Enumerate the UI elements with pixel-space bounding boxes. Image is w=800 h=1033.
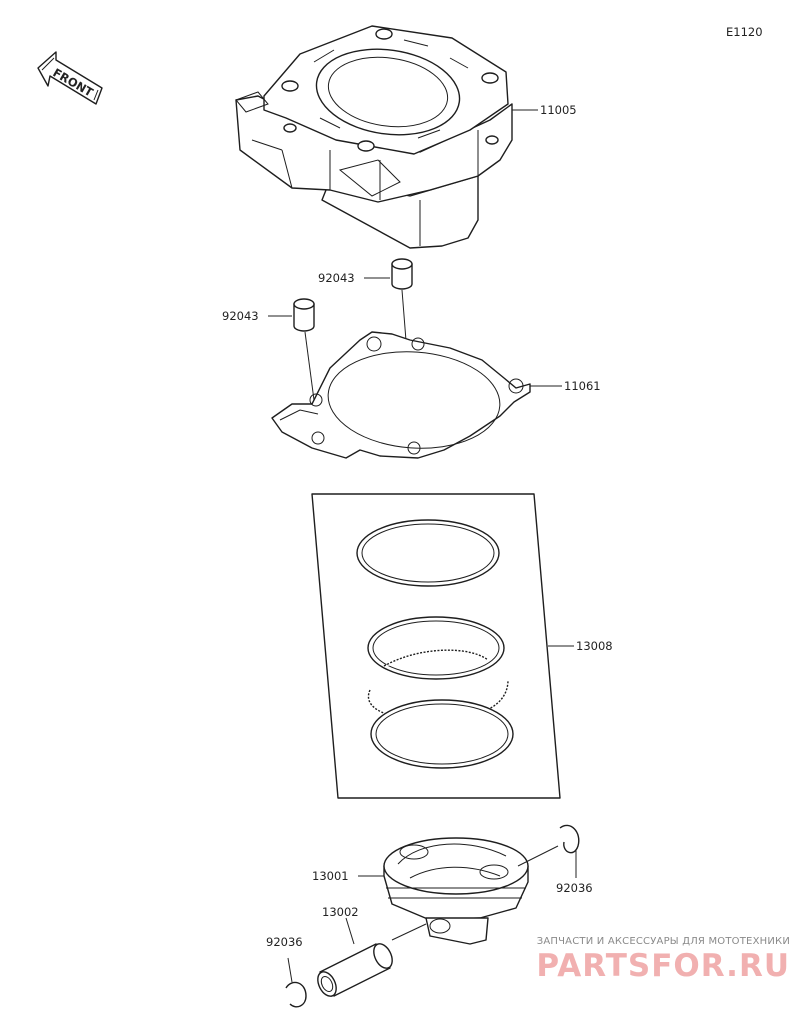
label-92036-right: 92036: [556, 881, 593, 895]
snap-ring-left: [285, 981, 307, 1008]
label-92043-lower: 92043: [222, 309, 259, 323]
label-92043-upper: 92043: [318, 271, 355, 285]
front-arrow-icon: FRONT: [37, 51, 103, 105]
dowel-pin-lower: [293, 298, 315, 332]
label-11005: 11005: [540, 103, 577, 117]
watermark-logo: PARTSFOR.RU: [536, 948, 790, 984]
label-11061: 11061: [564, 379, 601, 393]
label-92036-left: 92036: [266, 935, 303, 949]
diagram-code: E1120: [726, 25, 763, 39]
piston-ring-top: [356, 519, 500, 587]
watermark-tagline: ЗАПЧАСТИ И АКСЕССУАРЫ ДЛЯ МОТОТЕХНИКИ: [536, 936, 790, 947]
label-13008: 13008: [576, 639, 613, 653]
cylinder-illustration: [235, 25, 513, 249]
piston-pin: [317, 943, 393, 997]
cylinder-gasket: [271, 331, 531, 459]
piston-illustration: [383, 837, 529, 945]
dowel-pin-upper: [391, 258, 413, 290]
piston-ring-second: [367, 616, 505, 680]
label-13001: 13001: [312, 869, 349, 883]
oil-ring-expander: [370, 699, 514, 769]
snap-ring-right: [559, 824, 580, 854]
label-13002: 13002: [322, 905, 359, 919]
